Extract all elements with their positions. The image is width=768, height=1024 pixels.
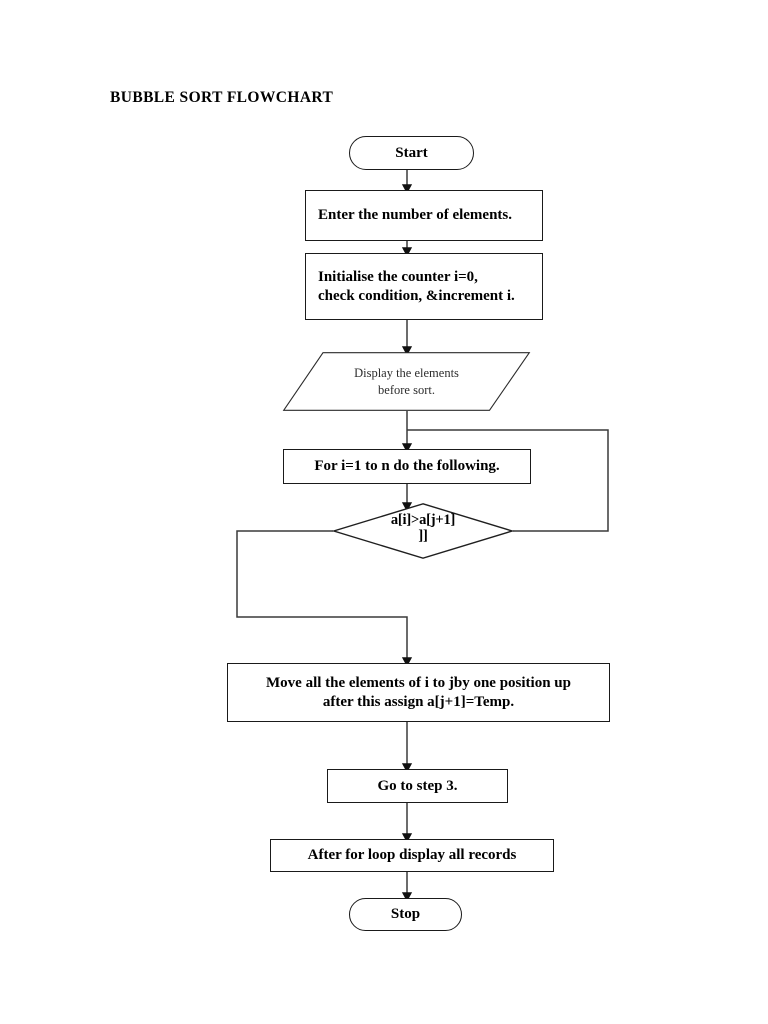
node-after-for-loop-label: After for loop display all records [307,847,517,864]
node-display-elements-line1: Display the elements [354,366,459,381]
node-move-elements[interactable]: Move all the elements of i to jby one po… [227,663,610,722]
node-stop[interactable]: Stop [349,898,462,931]
node-after-for-loop[interactable]: After for loop display all records [270,839,554,872]
node-start-label: Start [395,144,428,161]
node-decision-compare-line2: ]] [418,528,428,544]
parallelogram-shape [282,352,531,411]
node-initialise-counter-line2: check condition, &increment i. [318,287,515,304]
node-for-loop-label: For i=1 to n do the following. [314,458,500,475]
node-enter-number-of-elements-label: Enter the number of elements. [318,207,513,224]
node-display-elements-text: Display the elements before sort. [283,352,530,411]
node-for-loop[interactable]: For i=1 to n do the following. [283,449,531,484]
page-title: BUBBLE SORT FLOWCHART [110,89,334,106]
node-display-elements[interactable]: Display the elements before sort. [282,352,531,411]
node-display-elements-line2: before sort. [378,382,435,397]
node-initialise-counter[interactable]: Initialise the counter i=0, check condit… [305,253,543,320]
node-move-elements-line2: after this assign a[j+1]=Temp. [322,693,515,710]
node-goto-step-3-label: Go to step 3. [377,777,458,794]
node-decision-compare-text: a[i]>a[j+1] ]] [333,501,513,557]
node-stop-label: Stop [390,906,421,923]
node-start[interactable]: Start [349,136,474,170]
node-enter-number-of-elements[interactable]: Enter the number of elements. [305,190,543,241]
node-decision-compare-line1: a[i]>a[j+1] [390,512,456,529]
node-decision-compare[interactable]: a[i]>a[j+1] ]] [331,501,515,559]
node-move-elements-line1: Move all the elements of i to jby one po… [266,674,571,691]
node-goto-step-3[interactable]: Go to step 3. [327,769,508,803]
diamond-shape [331,503,515,559]
node-initialise-counter-line1: Initialise the counter i=0, [318,268,478,285]
